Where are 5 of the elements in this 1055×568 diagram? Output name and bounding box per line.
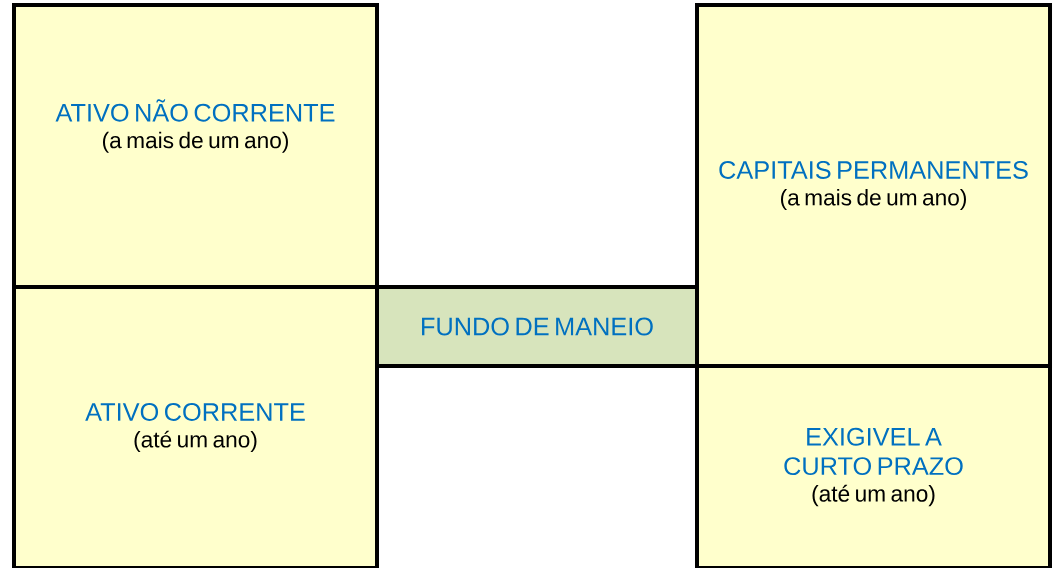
label-box: ATIVO CORRENTE (até um ano) — [12, 285, 379, 568]
label-box: CAPITAIS PERMANENTES (a mais de um ano) — [695, 3, 1052, 368]
label-box: FUNDO DE MANEIO — [375, 285, 699, 368]
label-box: ATIVO NÃO CORRENTE (a mais de um ano) — [12, 3, 379, 289]
label-box: EXIGIVEL A CURTO PRAZO (até um ano) — [695, 364, 1052, 568]
